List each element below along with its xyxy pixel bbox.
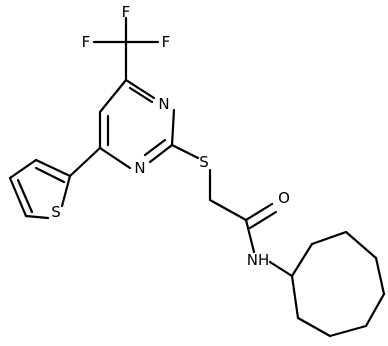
bond-ch2-co [208,198,248,222]
bond-c2-n1 [148,143,174,164]
bond-th-s-c2 [60,174,72,208]
amine-nh-label: NH [247,251,270,269]
bond-th-c2-c3 [34,158,72,178]
fluorine-label-top: F [122,3,131,21]
bond-c2-s [170,143,200,160]
sulfur-label-thioether: S [199,153,209,171]
bond-c-n [244,218,256,254]
bond-c4-n3 [124,78,156,100]
bond-c6-thiophene [68,146,102,178]
bond-cyc-1 [290,242,314,278]
bond-c5-c4 [98,78,128,114]
bond-th-c5-s [24,214,50,220]
nitrogen-label-n1: N [134,159,145,177]
nitrogen-label-n3: N [158,95,169,113]
bond-th-c4-c5-double [16,178,34,214]
bond-cyc-8 [290,274,300,320]
bond-cyc-5 [364,292,386,328]
bond-cyc-6 [328,324,368,338]
bond-c2-n1-double [143,138,167,157]
bond-th-c4-c5 [8,176,28,218]
bond-c-o-double [248,210,278,230]
bond-cyc-2 [310,230,348,246]
bond-n1-c6 [98,146,132,170]
bond-n3-c2 [170,108,176,147]
atom-labels: F F F N N S S O NH [51,3,290,269]
fluorine-label-right: F [162,33,171,51]
bond-c4-n3-double [128,86,154,104]
fluorine-label-left: F [82,33,91,51]
sulfur-label-thiophene: S [51,203,61,221]
bond-th-c3-c4 [8,158,38,180]
bond-th-c2-c3-double [34,166,66,184]
bond-c-o [244,202,274,222]
bonds [8,16,386,338]
bond-cyc-7 [296,316,332,338]
bond-cyc-3 [344,230,378,260]
oxygen-label: O [278,189,290,207]
bond-n-cyclooctyl [268,260,294,278]
bond-cyc-4 [374,256,386,296]
